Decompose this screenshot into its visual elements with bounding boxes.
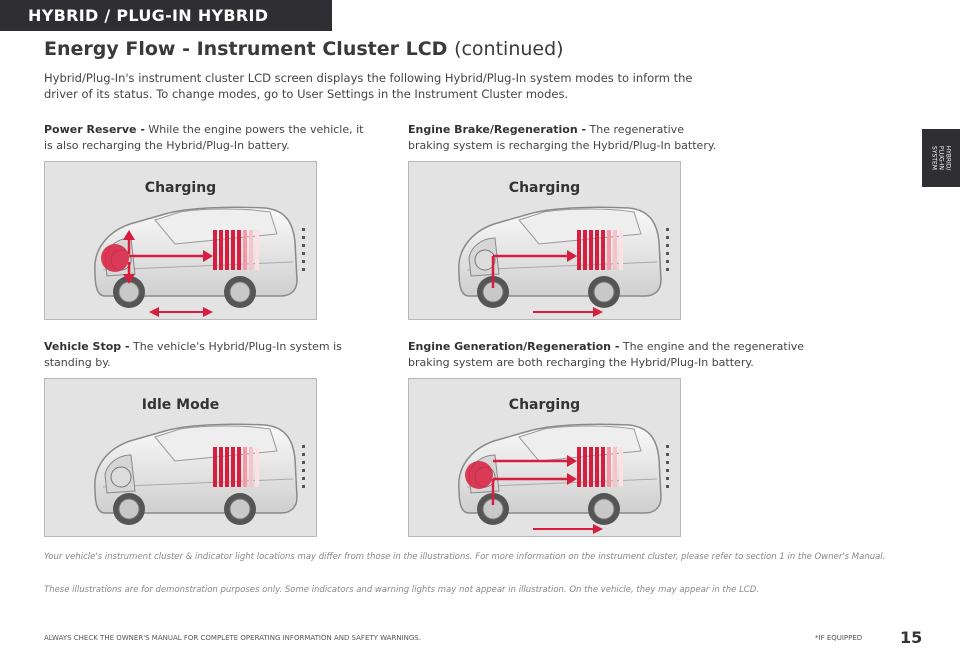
mode-text: The regenerative braking system is recha… xyxy=(408,123,717,152)
section-header: HYBRID / PLUG-IN HYBRID SYSTEM xyxy=(0,0,332,56)
mode-text: The engine and the regenerative braking … xyxy=(408,340,805,369)
mode-text: While the engine powers the vehicle, it … xyxy=(44,123,364,152)
lcd-panel-title: Charging xyxy=(508,397,581,413)
section-header-label: HYBRID / PLUG-IN HYBRID SYSTEM xyxy=(28,6,269,56)
mode-name: Engine Brake/Regeneration - xyxy=(408,123,587,136)
page-number: 15 xyxy=(900,628,923,647)
mode-name: Vehicle Stop - xyxy=(44,340,130,353)
energy-flow-illustration xyxy=(94,206,305,317)
mode-desc-engine-generation: Engine Generation/Regeneration - The eng… xyxy=(408,339,808,371)
lcd-panel-engine-generation: Charging xyxy=(408,378,681,537)
lcd-panel-vehicle-stop: Idle Mode xyxy=(44,378,317,537)
footer-warning: ALWAYS CHECK THE OWNER'S MANUAL FOR COMP… xyxy=(44,634,421,642)
mode-desc-power-reserve: Power Reserve - While the engine powers … xyxy=(44,122,364,154)
lcd-panel-title: Charging xyxy=(508,180,581,196)
mode-desc-engine-brake: Engine Brake/Regeneration - The regenera… xyxy=(408,122,728,154)
page-title: Energy Flow - Instrument Cluster LCD (co… xyxy=(44,38,564,60)
energy-flow-illustration xyxy=(458,206,669,317)
lcd-panel-title: Charging xyxy=(144,180,217,196)
side-section-tab[interactable]: HYBRID/ PLUG-IN SYSTEM xyxy=(922,129,960,187)
mode-name: Engine Generation/Regeneration - xyxy=(408,340,620,353)
disclaimer-note: These illustrations are for demonstratio… xyxy=(44,585,759,595)
mode-name: Power Reserve - xyxy=(44,123,145,136)
page-title-suffix: (continued) xyxy=(454,38,564,60)
energy-flow-illustration xyxy=(94,423,305,526)
mode-desc-vehicle-stop: Vehicle Stop - The vehicle's Hybrid/Plug… xyxy=(44,339,344,371)
page-title-main: Energy Flow - Instrument Cluster LCD xyxy=(44,38,448,60)
energy-flow-illustration xyxy=(458,423,669,534)
side-tab-label: HYBRID/ PLUG-IN SYSTEM xyxy=(930,145,952,171)
lcd-panel-engine-brake: Charging xyxy=(408,161,681,320)
lcd-panel-title: Idle Mode xyxy=(141,397,220,413)
intro-paragraph: Hybrid/Plug-In's instrument cluster LCD … xyxy=(44,71,693,101)
lcd-panel-power-reserve: Charging xyxy=(44,161,317,320)
mode-text: The vehicle's Hybrid/Plug-In system is s… xyxy=(44,340,342,369)
footer-if-equipped: *IF EQUIPPED xyxy=(815,634,863,642)
disclaimer-note: Your vehicle's instrument cluster & indi… xyxy=(44,552,886,562)
